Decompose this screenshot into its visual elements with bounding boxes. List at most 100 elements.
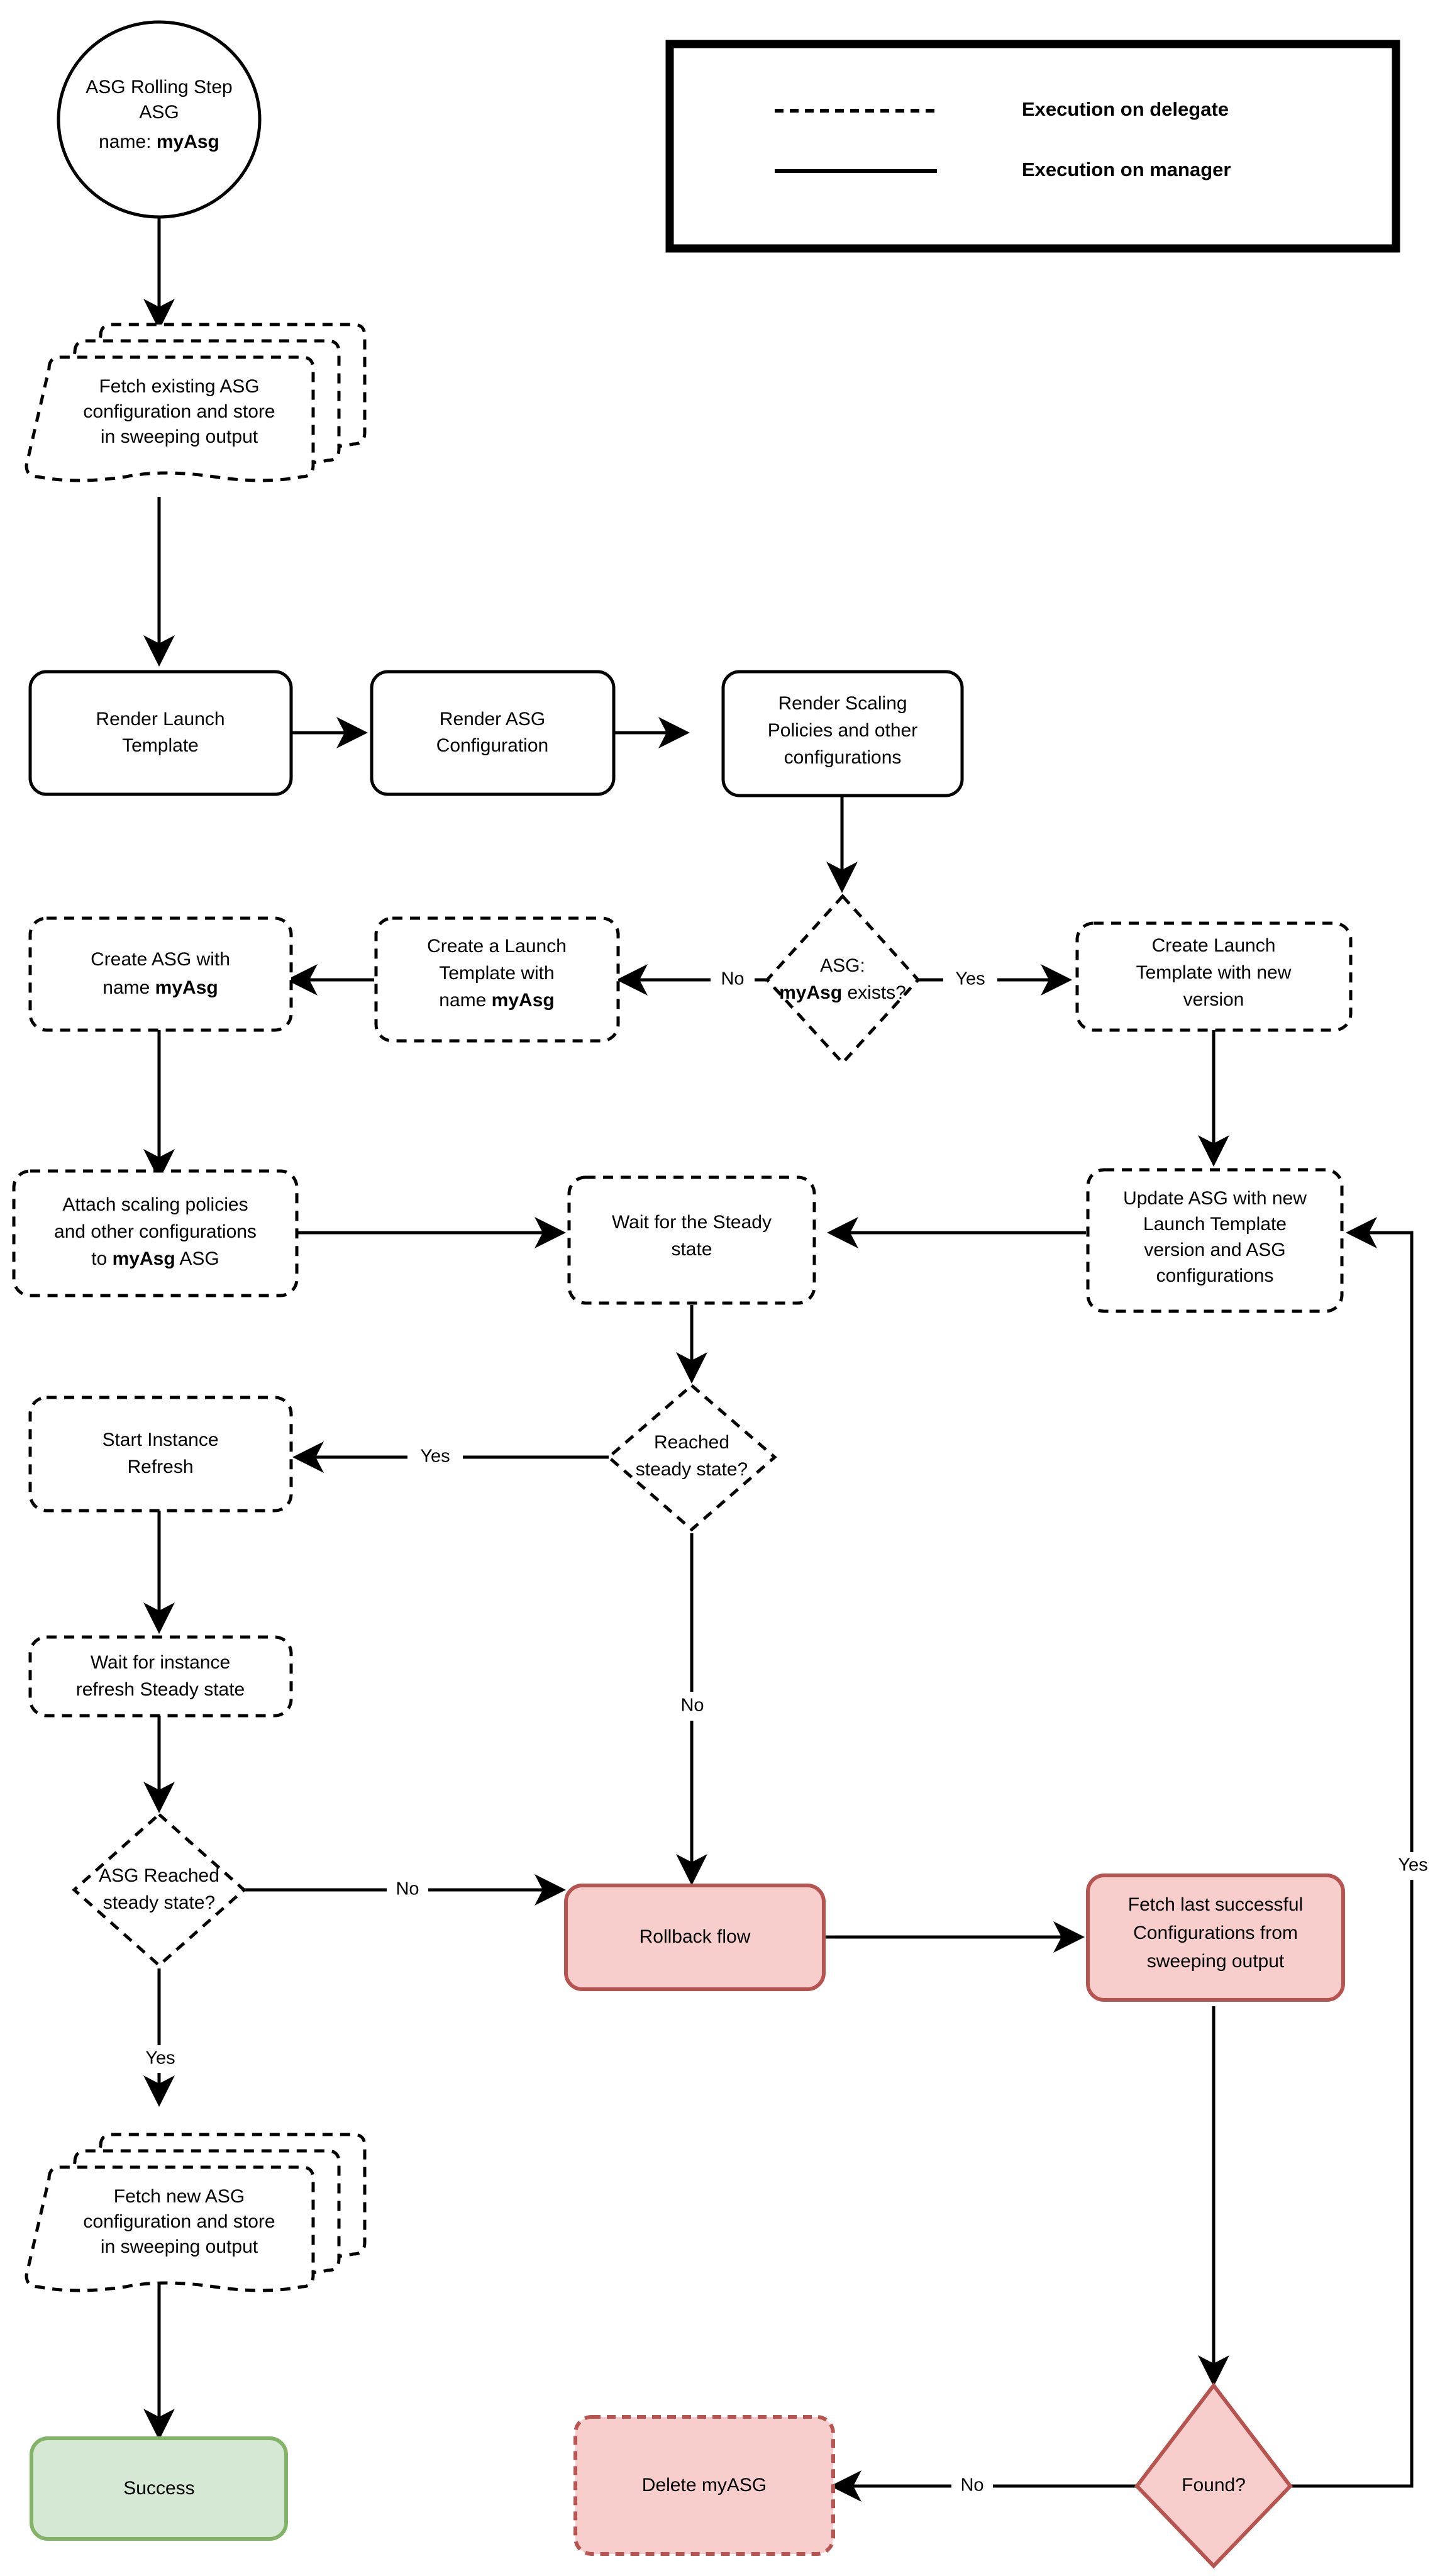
attach-scaling-label-line1: Attach scaling policies xyxy=(62,1194,248,1215)
node-create-asg[interactable]: Create ASG with name myAsg xyxy=(28,916,293,1032)
asg-exists-diamond xyxy=(765,894,921,1065)
edge-label-bg-reached-no xyxy=(672,1692,713,1721)
fetch-existing-doc-front xyxy=(25,355,315,482)
start-label-line1: ASG Rolling Step xyxy=(86,77,232,97)
node-fetch-existing-asg[interactable]: Fetch existing ASG configuration and sto… xyxy=(25,323,367,482)
reached-steady-label-line1: Reached xyxy=(654,1432,729,1453)
render-launch-template-box xyxy=(28,670,293,796)
edge-label-reached-no: No xyxy=(680,1696,704,1716)
node-start-instance-refresh[interactable]: Start Instance Refresh xyxy=(28,1396,293,1513)
wait-steady-label-line2: state xyxy=(671,1239,712,1260)
render-lt-label-line2: Template xyxy=(122,735,199,756)
fetch-existing-label-line3: in sweeping output xyxy=(101,426,258,447)
legend-label-delegate: Execution on delegate xyxy=(1022,98,1229,120)
fetch-new-label-line2: configuration and store xyxy=(83,2211,275,2232)
create-asg-box xyxy=(28,916,293,1032)
delete-myasg-label: Delete myASG xyxy=(642,2475,767,2496)
edge-labels: No Yes Yes No No Yes No Yes xyxy=(133,966,1440,2500)
attach-scaling-label-line2: and other configurations xyxy=(54,1221,257,1242)
delete-myasg-box xyxy=(573,2415,835,2556)
fetch-new-label-line1: Fetch new ASG xyxy=(114,2186,245,2207)
node-attach-scaling-policies[interactable]: Attach scaling policies and other config… xyxy=(12,1169,299,1297)
fetch-last-successful-box xyxy=(1086,1874,1345,2002)
node-asg-reached-steady-decision[interactable]: ASG Reached steady state? xyxy=(72,1812,246,1968)
create-a-lt-box xyxy=(374,916,620,1043)
fetch-new-label-line3: in sweeping output xyxy=(101,2236,258,2257)
node-asg-exists-decision[interactable]: ASG: myAsg exists? xyxy=(765,894,921,1065)
create-lt-new-version-box xyxy=(1075,921,1353,1032)
edge-label-bg-no xyxy=(711,966,755,994)
fetch-last-label-line1: Fetch last successful xyxy=(1128,1894,1303,1915)
create-asg-label-line1: Create ASG with xyxy=(91,949,230,970)
node-delete-myasg[interactable]: Delete myASG xyxy=(573,2415,835,2556)
asg-exists-label-line2: myAsg exists? xyxy=(779,982,906,1003)
reached-steady-diamond xyxy=(606,1383,777,1532)
asg-reached-label-line2: steady state? xyxy=(103,1892,215,1913)
create-a-lt-label-line3: name myAsg xyxy=(439,990,554,1011)
update-asg-label-line3: version and ASG xyxy=(1144,1240,1285,1260)
render-scaling-label-line2: Policies and other xyxy=(768,720,917,741)
node-fetch-new-asg[interactable]: Fetch new ASG configuration and store in… xyxy=(25,2133,367,2292)
success-label: Success xyxy=(123,2478,194,2499)
create-lt-new-label-line2: Template with new xyxy=(1136,962,1292,983)
edge-label-asg-reached-no: No xyxy=(396,1879,419,1899)
node-success[interactable]: Success xyxy=(30,2436,288,2541)
wait-steady-label-line1: Wait for the Steady xyxy=(612,1212,772,1233)
rollback-flow-label: Rollback flow xyxy=(640,1926,751,1947)
reached-steady-label-line2: steady state? xyxy=(636,1459,748,1480)
success-box xyxy=(30,2436,288,2541)
render-scaling-label-line3: configurations xyxy=(784,747,902,768)
create-a-lt-label-line1: Create a Launch xyxy=(427,936,567,957)
legend: Execution on delegate Execution on manag… xyxy=(665,40,1400,253)
start-instance-refresh-label-line2: Refresh xyxy=(127,1457,193,1477)
fetch-last-label-line3: sweeping output xyxy=(1147,1951,1285,1972)
attach-scaling-box xyxy=(12,1169,299,1297)
fetch-new-doc-front xyxy=(25,2165,315,2292)
node-reached-steady-state-decision[interactable]: Reached steady state? xyxy=(606,1383,777,1532)
node-wait-for-steady-state[interactable]: Wait for the Steady state xyxy=(567,1175,816,1305)
start-ellipse xyxy=(57,20,262,219)
edge-label-found-no: No xyxy=(960,2475,983,2496)
node-wait-instance-refresh[interactable]: Wait for instance refresh Steady state xyxy=(28,1635,293,1718)
node-render-launch-template[interactable]: Render Launch Template xyxy=(28,670,293,796)
node-rollback-flow[interactable]: Rollback flow xyxy=(564,1884,826,1991)
node-create-launch-template-new-version[interactable]: Create Launch Template with new version xyxy=(1075,921,1353,1032)
update-asg-label-line2: Launch Template xyxy=(1143,1214,1287,1235)
render-asg-config-box xyxy=(370,670,616,796)
asg-reached-label-line1: ASG Reached xyxy=(99,1865,219,1886)
edge-label-asg-reached-yes: Yes xyxy=(145,2048,175,2068)
found-label: Found? xyxy=(1182,2475,1246,2496)
fetch-existing-label-line2: configuration and store xyxy=(83,401,275,422)
node-start[interactable]: ASG Rolling Step ASG name: myAsg xyxy=(57,20,262,219)
update-asg-label-line1: Update ASG with new xyxy=(1123,1188,1307,1209)
fetch-existing-label-line1: Fetch existing ASG xyxy=(99,376,259,397)
edge-label-bg-found-no xyxy=(951,2472,993,2500)
render-lt-label-line1: Render Launch xyxy=(96,709,224,730)
wait-instance-refresh-box xyxy=(28,1635,293,1718)
start-label-line3: name: myAsg xyxy=(99,131,219,152)
edge-label-reached-yes: Yes xyxy=(420,1446,450,1467)
render-scaling-box xyxy=(721,670,964,797)
render-asg-label-line2: Configuration xyxy=(436,735,548,756)
node-update-asg[interactable]: Update ASG with new Launch Template vers… xyxy=(1086,1168,1344,1313)
node-render-asg-configuration[interactable]: Render ASG Configuration xyxy=(370,670,616,796)
node-fetch-last-successful[interactable]: Fetch last successful Configurations fro… xyxy=(1086,1874,1345,2002)
edge-label-bg-reached-yes xyxy=(407,1443,463,1471)
wait-steady-box xyxy=(567,1175,816,1305)
legend-border xyxy=(665,40,1400,253)
create-asg-label-line2: name myAsg xyxy=(102,977,218,998)
wait-instance-refresh-label-line2: refresh Steady state xyxy=(76,1679,245,1700)
node-render-scaling-policies[interactable]: Render Scaling Policies and other config… xyxy=(721,670,964,797)
node-create-a-launch-template[interactable]: Create a Launch Template with name myAsg xyxy=(374,916,620,1043)
legend-label-manager: Execution on manager xyxy=(1022,158,1231,180)
edge-label-asg-exists-yes: Yes xyxy=(955,969,985,989)
create-lt-new-label-line3: version xyxy=(1183,989,1244,1010)
update-asg-label-line4: configurations xyxy=(1156,1265,1274,1286)
update-asg-box xyxy=(1086,1168,1344,1313)
edge-label-bg-found-yes xyxy=(1386,1852,1440,1880)
start-label-line2: ASG xyxy=(139,102,179,123)
node-found-decision[interactable]: Found? xyxy=(1134,2382,1293,2569)
render-asg-label-line1: Render ASG xyxy=(440,709,545,730)
